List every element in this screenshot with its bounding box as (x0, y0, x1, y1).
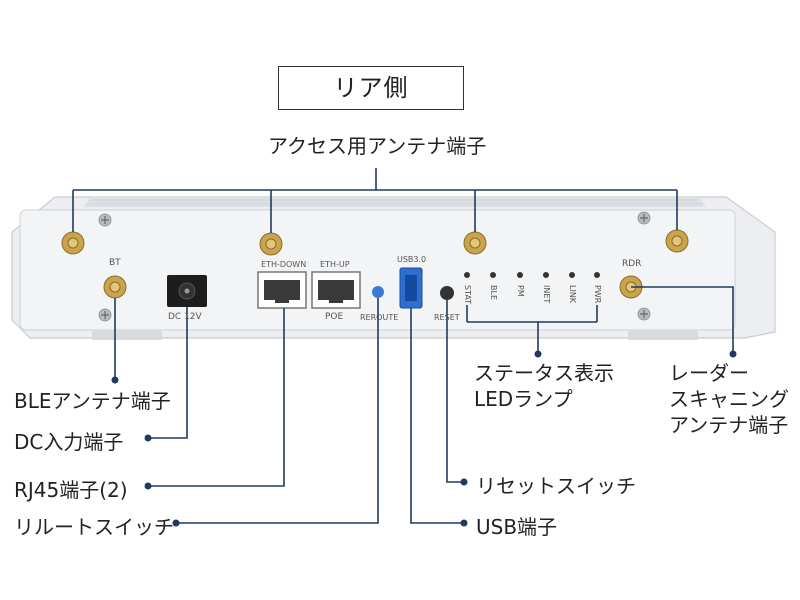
label-reset-switch: リセットスイッチ (476, 474, 636, 498)
leader-lines (72, 168, 734, 524)
antenna-connector-2 (259, 232, 283, 256)
silk-rdr: RDR (622, 259, 642, 269)
dc-jack (167, 275, 207, 307)
led-link (569, 272, 575, 278)
silk-dc: DC 12V (168, 312, 202, 322)
silk-reroute: REROUTE (360, 313, 399, 322)
label-rj45: RJ45端子(2) (14, 478, 128, 502)
label-usb: USB端子 (476, 515, 558, 539)
usb-port (399, 267, 423, 309)
leader-dots (111, 350, 737, 527)
label-radar-line1: レーダー (669, 361, 749, 385)
label-ble-antenna: BLEアンテナ端子 (14, 389, 171, 413)
silk-led-pm: PM (516, 285, 525, 297)
silk-led-stat: STAT (463, 285, 472, 305)
label-access-antenna: アクセス用アンテナ端子 (268, 134, 487, 158)
silk-led-pwr: PWR (593, 285, 602, 304)
label-status-led-line1: ステータス表示 (474, 361, 614, 385)
label-radar-line2: スキャニング (669, 387, 789, 411)
page-title: リア側 (278, 66, 464, 110)
silk-led-ble: BLE (489, 285, 498, 300)
antenna-connector-3 (463, 231, 487, 255)
silk-led-link: LINK (568, 285, 577, 304)
silk-poe: POE (325, 312, 344, 322)
label-dc-input: DC入力端子 (14, 430, 124, 454)
label-status-led-line2: LEDランプ (474, 387, 573, 411)
antenna-connector-4 (665, 229, 689, 253)
led-pm (517, 272, 523, 278)
silk-bt: BT (109, 258, 121, 268)
led-inet (543, 272, 549, 278)
led-pwr (594, 272, 600, 278)
silk-eth-up: ETH-UP (320, 260, 350, 269)
label-status-led: ステータス表示 LEDランプ (474, 360, 614, 412)
led-stat (464, 272, 470, 278)
reset-button (440, 286, 454, 300)
label-reroute-switch: リルートスイッチ (14, 515, 174, 539)
reroute-button (372, 286, 384, 298)
silk-led-inet: INET (542, 285, 551, 304)
silk-reset: RESET (434, 313, 460, 322)
status-leds (464, 272, 600, 278)
rj45-port-eth-down (257, 271, 307, 309)
rj45-port-eth-up (311, 271, 361, 309)
silk-usb30: USB3.0 (397, 255, 427, 264)
label-radar-antenna: レーダー スキャニング アンテナ端子 (669, 360, 789, 438)
silk-eth-down: ETH-DOWN (261, 260, 307, 269)
bt-antenna-connector (103, 275, 127, 299)
led-ble (490, 272, 496, 278)
label-radar-line3: アンテナ端子 (669, 413, 789, 437)
antenna-connector-1 (61, 231, 85, 255)
